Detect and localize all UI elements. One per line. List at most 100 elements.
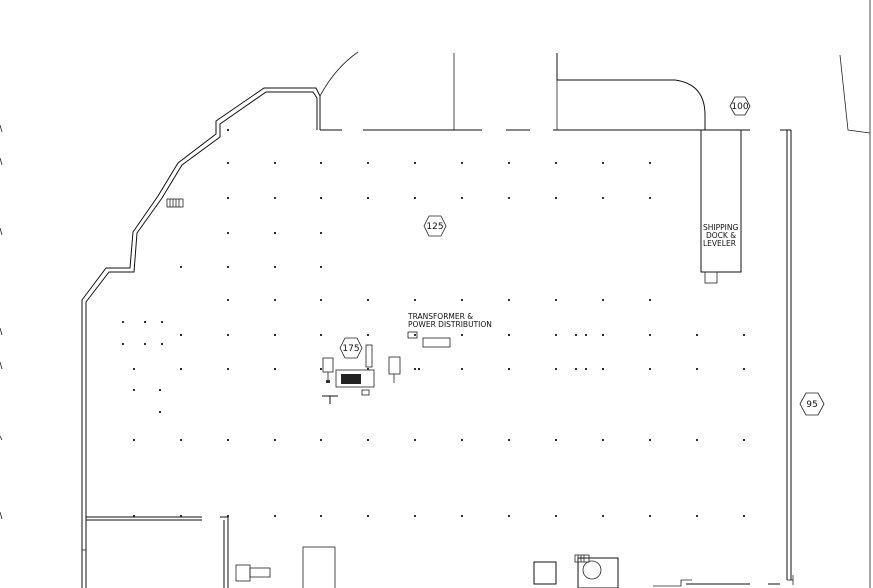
column-mark [555,334,557,336]
column-mark [461,334,463,336]
column-mark [414,368,416,370]
column-mark [555,439,557,441]
svg-text:SHIPPING: SHIPPING [703,223,738,232]
dock-outline [556,53,706,130]
column-mark [461,197,463,199]
building-wall-left [81,87,321,588]
column-mark [161,343,163,345]
column-mark [508,197,510,199]
shipping-dock [700,129,742,284]
column-mark [555,197,557,199]
column-mark [227,299,229,301]
svg-text:LEVELER: LEVELER [703,239,736,248]
column-mark [320,197,322,199]
column-mark [133,439,135,441]
column-mark [743,334,745,336]
vent-grille [166,198,184,208]
svg-text:100: 100 [731,102,748,112]
column-mark [180,266,182,268]
column-mark [414,299,416,301]
column-mark [508,439,510,441]
column-mark [274,368,276,370]
left-margin-ticks [0,124,3,520]
column-mark [320,232,322,234]
column-mark [461,439,463,441]
column-mark [555,515,557,517]
transformer-label: TRANSFORMER & POWER DISTRIBUTION [407,312,492,329]
bottom-equipment [235,546,780,588]
bottom-left-room [82,516,229,588]
column-mark [418,368,420,370]
column-mark [743,368,745,370]
column-mark [274,334,276,336]
transformer-equipment [407,331,451,348]
column-mark [367,368,369,370]
column-mark [227,334,229,336]
column-mark [414,439,416,441]
marker-100: 100 [729,96,751,116]
column-mark [274,515,276,517]
column-mark [508,334,510,336]
column-mark [414,334,416,336]
column-mark [555,162,557,164]
column-mark [367,299,369,301]
column-mark [602,162,604,164]
column-mark [461,299,463,301]
column-mark [320,368,322,370]
marker-125: 125 [423,215,447,237]
svg-text:TRANSFORMER &: TRANSFORMER & [407,312,473,321]
marker-95: 95 [799,392,825,416]
column-mark [320,162,322,164]
column-mark [367,162,369,164]
column-mark [743,515,745,517]
column-mark [227,232,229,234]
column-mark [133,515,135,517]
column-mark [508,162,510,164]
column-mark [696,439,698,441]
column-mark [320,515,322,517]
svg-text:DOCK &: DOCK & [706,231,736,240]
column-mark [649,368,651,370]
outline-top-right [839,54,871,134]
column-mark [555,299,557,301]
column-mark [320,334,322,336]
curve-top-left [319,51,359,97]
column-mark [144,343,146,345]
column-mark [320,266,322,268]
column-mark [180,334,182,336]
column-grid [122,129,745,517]
column-mark [602,299,604,301]
column-mark [227,129,229,131]
column-mark [414,515,416,517]
column-mark [122,343,124,345]
column-mark [649,439,651,441]
column-mark [414,162,416,164]
svg-text:175: 175 [342,344,359,354]
column-mark [696,334,698,336]
column-mark [585,368,587,370]
column-mark [274,266,276,268]
column-mark [122,321,124,323]
svg-text:95: 95 [806,400,817,410]
column-mark [461,515,463,517]
column-mark [575,334,577,336]
column-mark [133,368,135,370]
column-mark [575,368,577,370]
column-mark [585,334,587,336]
column-mark [274,162,276,164]
building-wall-right [786,130,794,585]
column-mark [649,162,651,164]
column-mark [180,368,182,370]
column-mark [508,368,510,370]
column-mark [227,515,229,517]
column-mark [144,321,146,323]
column-mark [227,266,229,268]
column-mark [161,321,163,323]
column-mark [227,439,229,441]
equipment-cluster [322,344,401,404]
column-mark [461,162,463,164]
marker-175: 175 [339,337,363,359]
column-mark [696,515,698,517]
column-mark [367,515,369,517]
